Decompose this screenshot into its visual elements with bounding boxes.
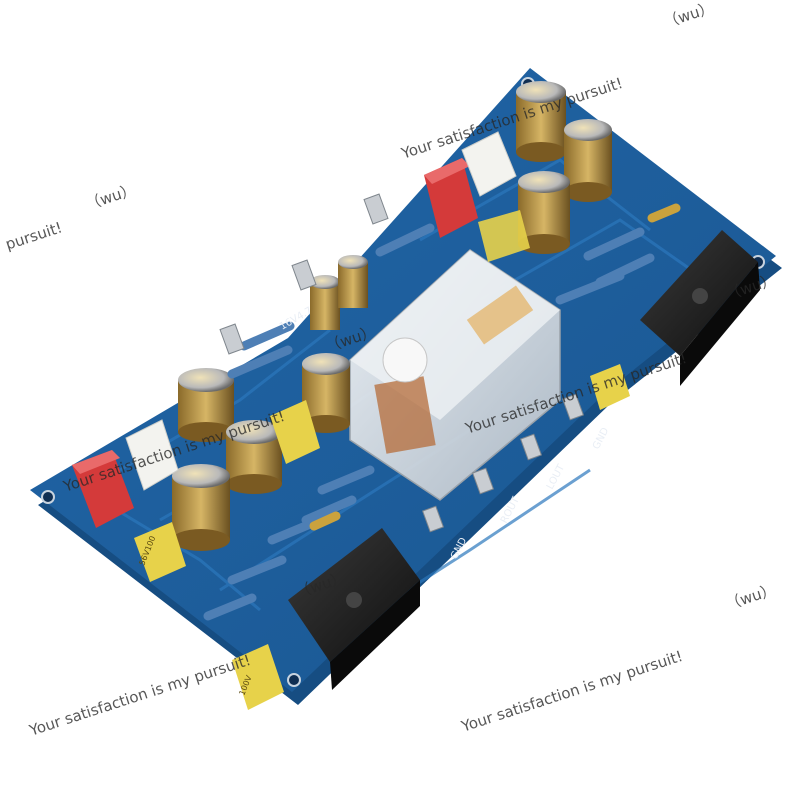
bridge-rectifier-right	[640, 230, 760, 386]
mounting-hole	[41, 490, 55, 504]
connector	[125, 419, 179, 491]
capacitor	[310, 275, 340, 330]
capacitor	[226, 420, 282, 494]
capacitor	[178, 368, 234, 442]
relay	[349, 249, 561, 501]
film-capacitor	[478, 210, 530, 262]
capacitor	[516, 81, 566, 162]
film-capacitor	[134, 522, 186, 582]
red-resistor	[424, 158, 478, 238]
film-capacitor	[232, 644, 284, 710]
film-capacitor	[590, 364, 630, 410]
capacitor	[338, 255, 368, 308]
terminal-posts	[219, 193, 584, 533]
capacitor	[172, 464, 230, 551]
capacitor	[518, 171, 570, 254]
bridge-rectifier-bottom	[288, 528, 420, 690]
red-resistor	[72, 450, 134, 528]
film-capacitor	[270, 400, 320, 464]
resistor-array	[203, 203, 681, 621]
mounting-hole	[287, 673, 301, 687]
silk-gnd-label: GND	[591, 426, 612, 452]
capacitor	[564, 119, 612, 202]
connector	[461, 131, 517, 197]
